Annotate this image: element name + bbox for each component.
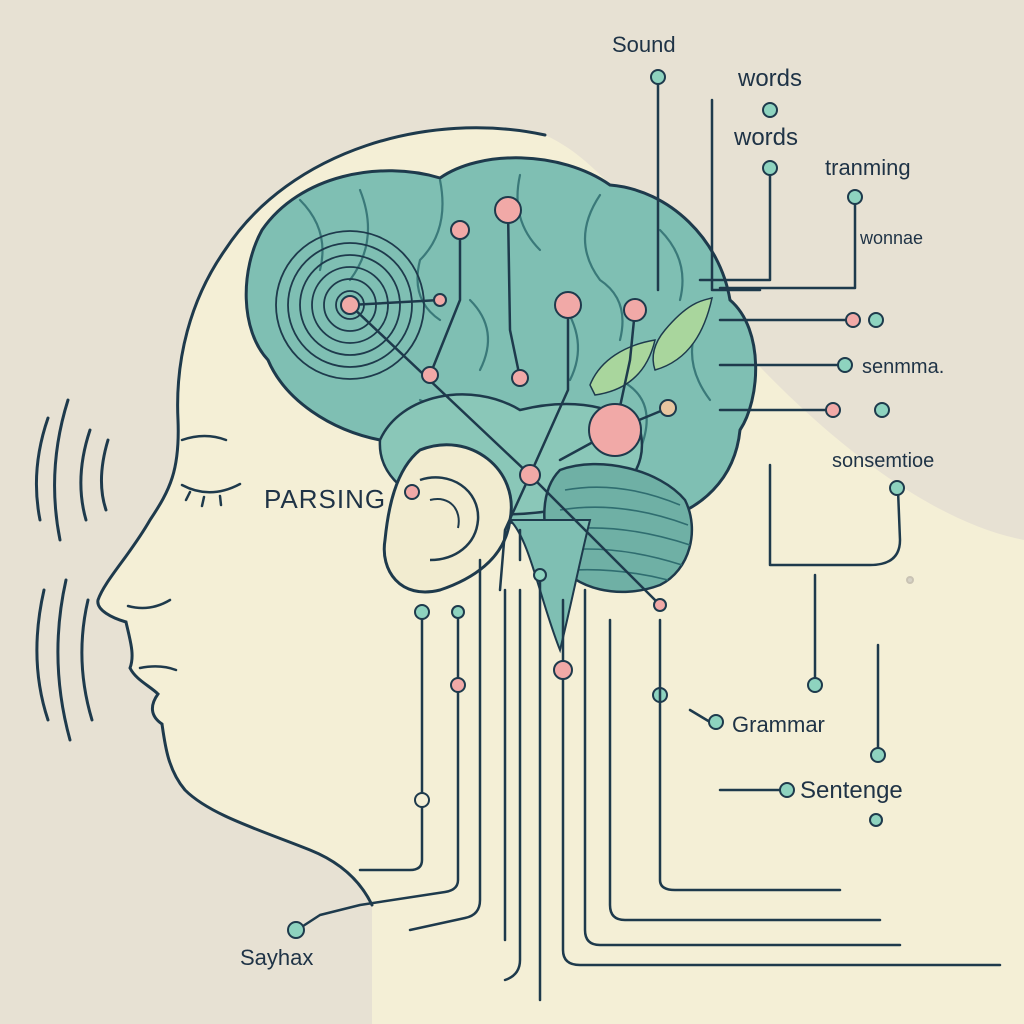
node — [287, 921, 305, 939]
label-parsing: PARSING — [264, 484, 386, 514]
descending-wires — [298, 528, 1002, 1002]
label-wonnae: wonnae — [859, 228, 923, 248]
brain-nodes — [340, 196, 677, 612]
node — [414, 792, 430, 808]
label-grammar: Grammar — [732, 712, 825, 737]
node — [450, 220, 470, 240]
label-words-2: words — [733, 124, 798, 151]
node — [807, 677, 823, 693]
label-sonsemtioe: sonsemtioe — [832, 450, 934, 472]
leaf-icon-2 — [589, 339, 656, 396]
neural-connections — [348, 208, 670, 607]
label-nodes — [650, 69, 914, 827]
face-profile-line — [96, 126, 547, 907]
node — [414, 604, 430, 620]
node — [889, 480, 905, 496]
sound-waves-icon — [34, 398, 110, 742]
ear-icon — [382, 443, 513, 594]
face-details — [126, 598, 178, 672]
node — [870, 747, 886, 763]
node — [653, 598, 667, 612]
node — [650, 69, 666, 85]
node — [845, 312, 861, 328]
node — [553, 660, 573, 680]
node — [511, 369, 529, 387]
node — [847, 189, 863, 205]
node — [779, 782, 795, 798]
concentric-rings — [275, 230, 425, 380]
node — [451, 605, 465, 619]
node — [762, 160, 778, 176]
node — [340, 295, 360, 315]
node — [404, 484, 420, 500]
node — [433, 293, 447, 307]
node — [868, 312, 884, 328]
label-sound: Sound — [612, 32, 676, 57]
node — [762, 102, 778, 118]
label-tranming: tranming — [825, 155, 911, 180]
node — [450, 677, 466, 693]
node — [869, 813, 883, 827]
node — [519, 464, 541, 486]
node — [825, 402, 841, 418]
node — [837, 357, 853, 373]
node — [533, 568, 547, 582]
node — [421, 366, 439, 384]
label-words-1: words — [737, 65, 802, 92]
brain-stem — [507, 519, 592, 654]
descending-nodes — [287, 568, 573, 939]
node — [588, 403, 642, 457]
label-senmma: senmma. — [862, 356, 944, 378]
node — [906, 576, 914, 584]
node — [874, 402, 890, 418]
label-sayhax: Sayhax — [240, 945, 313, 970]
node — [623, 298, 647, 322]
node — [494, 196, 522, 224]
label-connectors — [656, 75, 902, 792]
closed-eye-icon — [180, 434, 242, 508]
node — [554, 291, 582, 319]
leaf-icon — [652, 296, 714, 371]
label-sentenge: Sentenge — [800, 777, 903, 804]
node — [708, 714, 724, 730]
node — [659, 399, 677, 417]
